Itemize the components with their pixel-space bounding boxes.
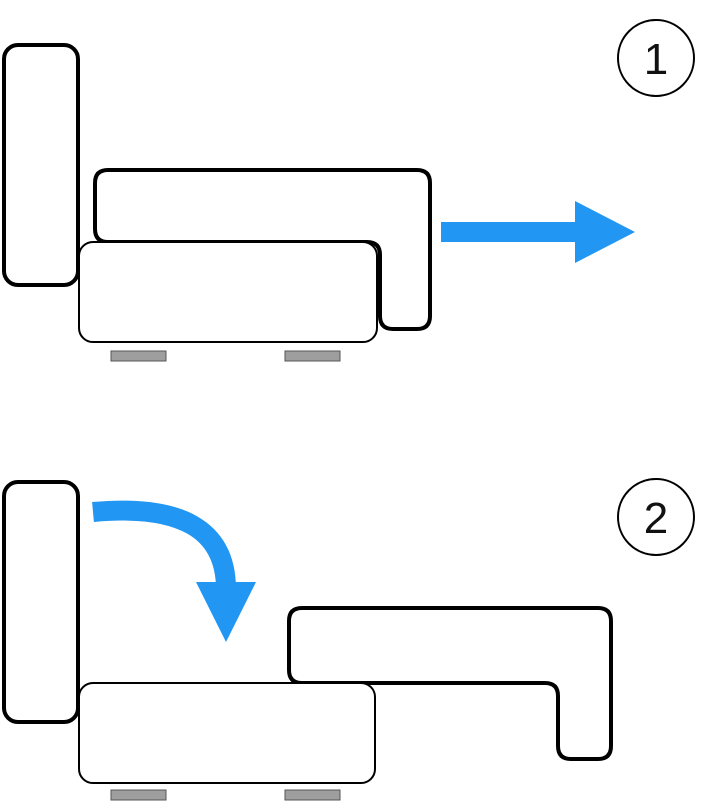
step-2-backrest bbox=[2, 480, 80, 724]
step-2-foot-left bbox=[110, 789, 167, 801]
step-1-seat-base bbox=[78, 241, 378, 343]
right-arrow-icon bbox=[441, 201, 635, 263]
step-1: 1 bbox=[2, 19, 695, 362]
step-2: 2 bbox=[2, 478, 695, 801]
step-1-number: 1 bbox=[644, 35, 668, 84]
step-2-number: 2 bbox=[644, 494, 668, 543]
step-2-foot-right bbox=[284, 789, 341, 801]
curved-down-arrow-icon bbox=[92, 500, 256, 642]
step-2-seat-base bbox=[78, 682, 376, 784]
step-1-foot-right bbox=[284, 350, 341, 362]
step-2-number-badge: 2 bbox=[617, 478, 695, 556]
step-1-l-section bbox=[93, 168, 432, 331]
step-1-backrest bbox=[2, 43, 80, 287]
step-1-foot-left bbox=[110, 350, 167, 362]
step-2-l-section bbox=[287, 606, 613, 761]
step-1-number-badge: 1 bbox=[617, 19, 695, 97]
